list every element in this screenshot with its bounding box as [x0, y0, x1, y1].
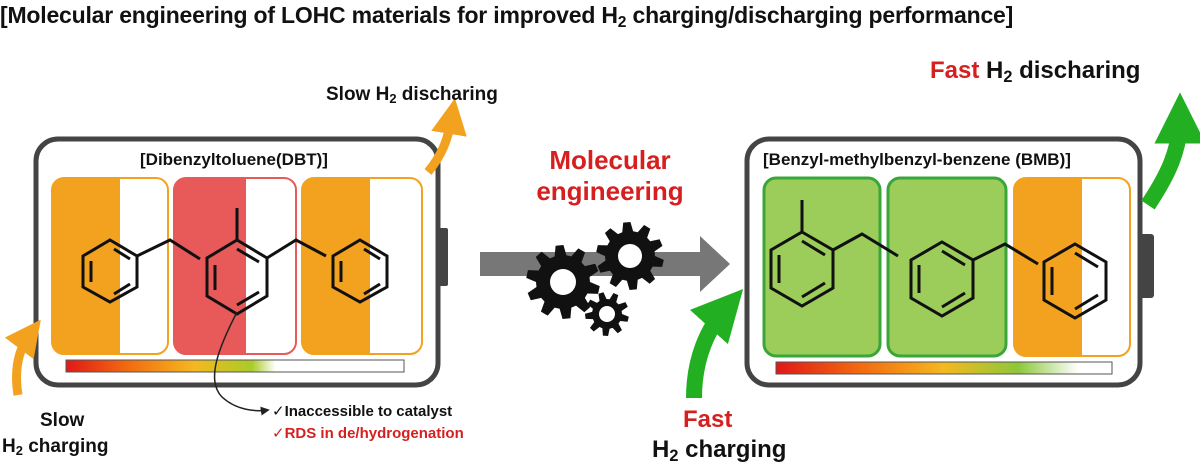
- gear-hole: [618, 244, 642, 268]
- molecular-engineering-line2: engineering: [536, 176, 684, 206]
- slow-discharge-label: Slow H2 discharing: [326, 84, 498, 107]
- page-title: [Molecular engineering of LOHC materials…: [0, 2, 1014, 31]
- left-block-3: [301, 177, 423, 355]
- right-block-2: [886, 176, 1008, 358]
- slow-charge-arrow: [4, 319, 41, 396]
- slow-charge-label-line2: H2 charging: [2, 436, 109, 459]
- molecular-engineering-line1: Molecular: [549, 145, 671, 175]
- left-battery-terminal: [438, 228, 448, 286]
- right-block-1: [762, 176, 882, 358]
- gear-hole: [550, 269, 576, 295]
- dbt-molecule-structure: [81, 208, 389, 316]
- note-inaccessible: ✓Inaccessible to catalyst: [272, 403, 453, 420]
- annotation-arrow: [213, 311, 270, 416]
- bmb-molecule-structure: [769, 200, 1108, 320]
- right-molecule-name: [Benzyl-methylbenzyl-benzene (BMB)]: [763, 150, 1071, 169]
- molecular-engineering-label: Molecular engineering: [490, 145, 730, 207]
- fast-discharge-arrow: [1141, 92, 1200, 210]
- gear-hole: [599, 306, 615, 322]
- fast-discharge-label: Fast H2 discharing: [930, 57, 1141, 87]
- slow-discharge-arrow: [424, 98, 467, 175]
- note-rds: ✓RDS in de/hydrogenation: [272, 425, 464, 442]
- fast-charge-arrow: [686, 288, 744, 399]
- right-battery: [744, 136, 1154, 388]
- left-molecule-name: [Dibenzyltoluene(DBT)]: [140, 150, 328, 169]
- right-block-3: [1013, 177, 1131, 357]
- right-battery-terminal: [1140, 234, 1154, 298]
- left-block-1: [51, 177, 169, 355]
- left-charge-level-bar: [65, 359, 405, 373]
- left-battery: [33, 136, 448, 388]
- right-charge-level-bar: [775, 361, 1113, 375]
- slow-charge-label-line1: Slow: [40, 410, 85, 431]
- fast-charge-label-line1: Fast: [683, 406, 733, 433]
- fast-charge-label-line2: H2 charging: [652, 436, 787, 466]
- gears-icon: [526, 222, 664, 336]
- left-block-2-rds: [173, 177, 297, 355]
